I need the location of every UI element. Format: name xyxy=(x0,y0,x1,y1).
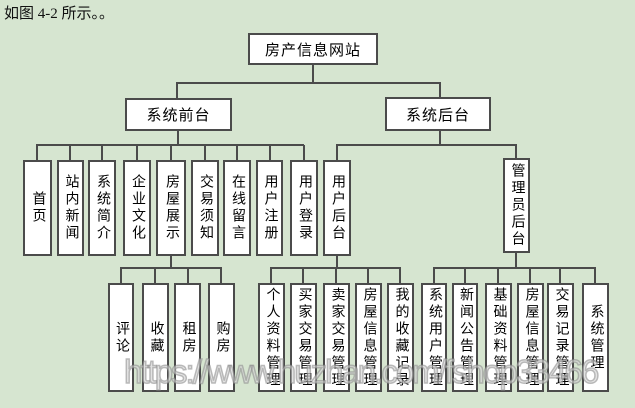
node-system-mgmt: 系统管理 xyxy=(582,283,609,392)
node-label: 系统管理 xyxy=(588,303,604,372)
node-label: 交易须知 xyxy=(198,174,213,242)
connector-house xyxy=(120,256,222,284)
node-root: 房产信息网站 xyxy=(248,33,378,65)
node-label: 房屋展示 xyxy=(164,174,179,242)
node-label: 在线留言 xyxy=(230,174,245,242)
node-label: 系统后台 xyxy=(405,107,470,124)
node-label: 首页 xyxy=(30,191,46,225)
node-admin-backend: 管理员后台 xyxy=(503,158,530,253)
node-profile-mgmt: 个人资料管理 xyxy=(258,283,285,392)
node-label: 我的收藏记录 xyxy=(393,286,409,389)
node-buyer-trade-mgmt: 买家交易管理 xyxy=(290,283,317,392)
node-base-data-mgmt: 基础资料管理 xyxy=(485,283,512,392)
node-system-intro: 系统简介 xyxy=(88,160,116,256)
node-label: 系统前台 xyxy=(146,108,211,124)
connector-root xyxy=(176,65,441,98)
node-back-stage: 系统后台 xyxy=(385,97,491,131)
node-label: 房屋信息管理 xyxy=(361,286,377,389)
node-label: 收藏 xyxy=(148,320,164,355)
node-trade-notice: 交易须知 xyxy=(191,160,219,256)
node-user-login: 用户登录 xyxy=(290,160,318,256)
node-label: 用户登录 xyxy=(297,174,312,242)
node-label: 交易记录管理 xyxy=(553,286,569,389)
node-label: 房产信息网站 xyxy=(264,42,361,59)
node-label: 用户后台 xyxy=(330,174,345,242)
node-trade-record-mgmt: 交易记录管理 xyxy=(547,283,574,392)
node-label: 评论 xyxy=(114,320,129,355)
node-admin-house-info-mgmt: 房屋信息管理 xyxy=(517,283,544,392)
node-site-news: 站内新闻 xyxy=(57,160,84,256)
node-online-message: 在线留言 xyxy=(223,160,251,256)
node-label: 站内新闻 xyxy=(63,174,79,242)
node-label: 系统简介 xyxy=(95,174,110,242)
connector-admin xyxy=(433,253,596,284)
node-label: 购房 xyxy=(214,320,230,355)
node-user-backend: 用户后台 xyxy=(323,160,351,256)
node-home: 首页 xyxy=(23,160,52,256)
node-rent-house: 租房 xyxy=(174,283,201,392)
node-label: 个人资料管理 xyxy=(264,286,280,389)
node-label: 用户注册 xyxy=(262,174,278,242)
node-my-favorites: 我的收藏记录 xyxy=(387,283,414,392)
node-label: 系统用户管理 xyxy=(427,286,442,389)
connector-back xyxy=(336,131,517,161)
node-label: 管理员后台 xyxy=(509,163,525,248)
connector-user xyxy=(270,256,401,284)
node-sys-user-mgmt: 系统用户管理 xyxy=(421,283,447,392)
node-comment: 评论 xyxy=(108,283,134,392)
node-buy-house: 购房 xyxy=(208,283,235,392)
node-label: 基础资料管理 xyxy=(491,286,507,389)
node-favorite: 收藏 xyxy=(142,283,169,392)
node-house-display: 房屋展示 xyxy=(156,160,186,256)
node-user-register: 用户注册 xyxy=(256,160,283,256)
node-label: 卖家交易管理 xyxy=(329,286,345,389)
node-label: 买家交易管理 xyxy=(296,286,312,389)
figure-caption: 如图 4-2 所示。。 xyxy=(4,6,114,22)
node-label: 房屋信息管理 xyxy=(523,286,539,389)
node-corporate-culture: 企业文化 xyxy=(123,160,151,256)
connector-front xyxy=(36,131,305,161)
node-seller-trade-mgmt: 卖家交易管理 xyxy=(323,283,350,392)
node-news-notice-mgmt: 新闻公告管理 xyxy=(452,283,478,392)
node-house-info-mgmt: 房屋信息管理 xyxy=(355,283,382,392)
node-label: 租房 xyxy=(180,320,196,355)
node-label: 新闻公告管理 xyxy=(458,286,473,389)
node-label: 企业文化 xyxy=(130,174,145,242)
node-front-stage: 系统前台 xyxy=(125,98,232,131)
